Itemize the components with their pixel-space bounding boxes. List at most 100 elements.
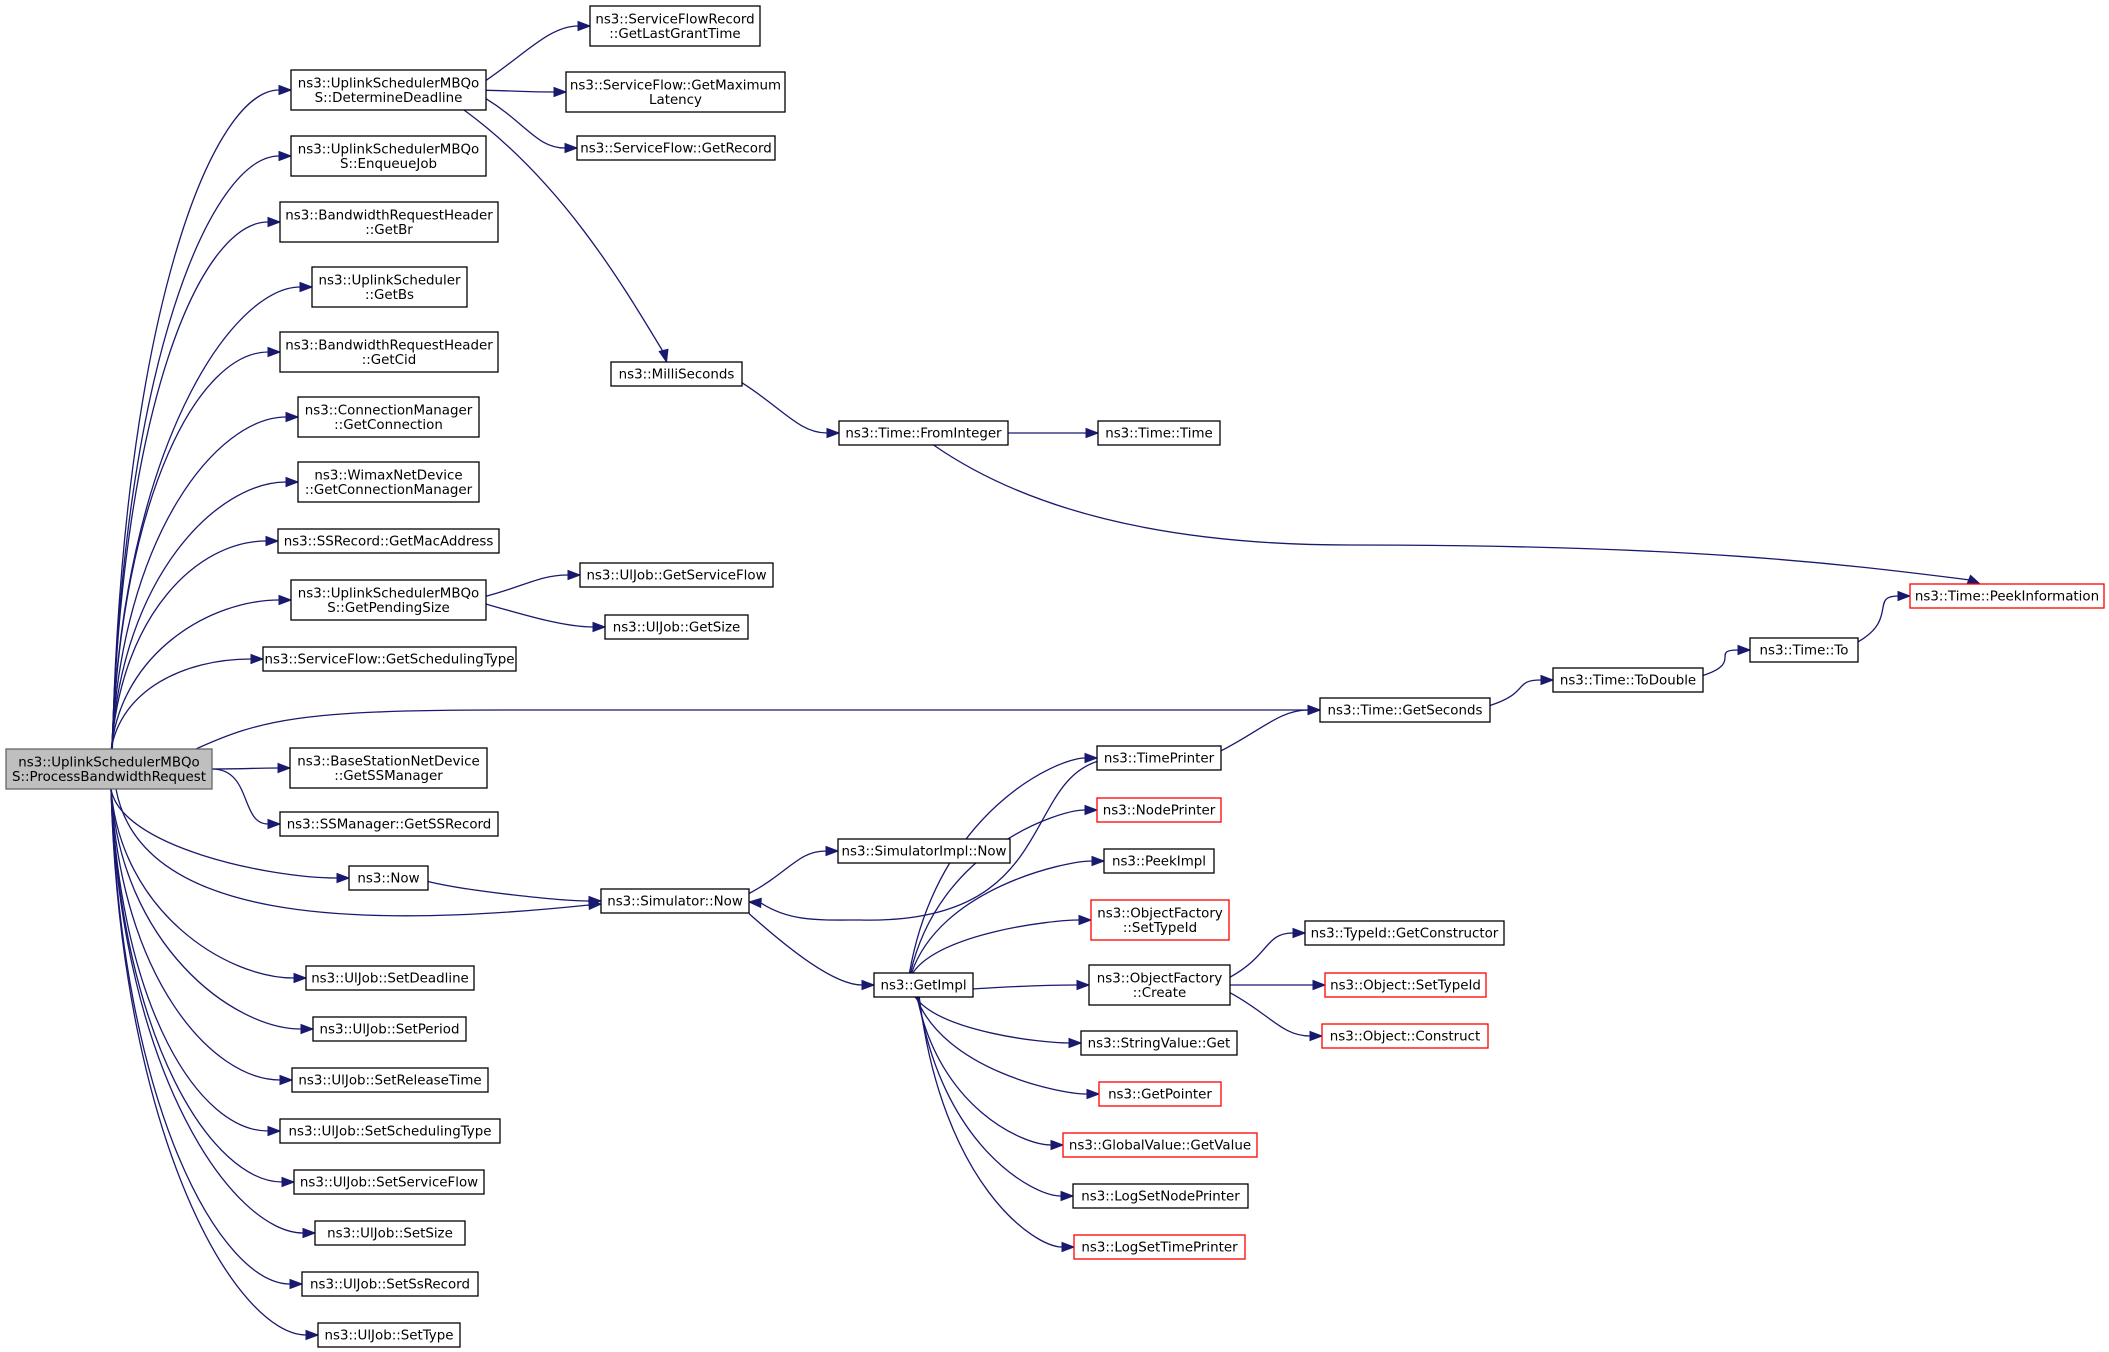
node-set-period[interactable]: ns3::UlJob::SetPeriod xyxy=(312,1016,467,1042)
node-label-line: ns3::NodePrinter xyxy=(1103,804,1216,819)
node-get-record[interactable]: ns3::ServiceFlow::GetRecord xyxy=(576,135,776,161)
edge-arrowhead xyxy=(1068,1037,1083,1049)
node-peek-information[interactable]: ns3::Time::PeekInformation xyxy=(1909,583,2105,609)
node-box xyxy=(262,646,517,672)
node-label-line: ns3::ServiceFlow::GetRecord xyxy=(580,142,771,157)
node-label-line: ns3::BaseStationNetDevice xyxy=(297,754,480,769)
node-box xyxy=(279,1118,501,1144)
edge-time-to-to-peek-information xyxy=(1857,590,1912,643)
node-box xyxy=(589,5,761,47)
node-label-line: S::EnqueueJob xyxy=(340,157,437,172)
edge-root-to-set-type xyxy=(110,788,320,1341)
node-set-ss-record[interactable]: ns3::UlJob::SetSsRecord xyxy=(301,1271,479,1297)
edge-arrowhead xyxy=(267,1125,282,1137)
edge-line xyxy=(748,913,863,986)
node-label-line: ns3::Time::PeekInformation xyxy=(1915,590,2099,605)
edge-line xyxy=(110,788,295,979)
node-object-factory-set-type-id[interactable]: ns3::ObjectFactory::SetTypeId xyxy=(1090,899,1230,941)
edge-line xyxy=(111,416,287,750)
node-to-double[interactable]: ns3::Time::ToDouble xyxy=(1552,667,1704,693)
edge-arrowhead xyxy=(305,1329,320,1341)
node-get-pointer[interactable]: ns3::GetPointer xyxy=(1098,1081,1222,1107)
edge-line xyxy=(485,574,569,597)
node-peek-impl[interactable]: ns3::PeekImpl xyxy=(1103,848,1215,874)
node-from-integer[interactable]: ns3::Time::FromInteger xyxy=(838,420,1009,446)
node-set-size[interactable]: ns3::UlJob::SetSize xyxy=(314,1220,466,1246)
node-get-ss-manager[interactable]: ns3::BaseStationNetDevice::GetSSManager xyxy=(289,747,488,789)
node-label-line: ns3::BandwidthRequestHeader xyxy=(285,338,493,353)
node-box xyxy=(297,396,480,438)
edge-get-impl-to-global-value-get-value xyxy=(916,996,1065,1151)
edge-arrowhead xyxy=(285,411,300,423)
node-root[interactable]: ns3::UplinkSchedulerMBQoS::ProcessBandwi… xyxy=(5,748,213,790)
edge-root-to-set-ss-record xyxy=(110,788,304,1290)
edge-line xyxy=(463,109,666,355)
edge-arrowhead xyxy=(1060,1190,1075,1202)
node-log-set-time-printer[interactable]: ns3::LogSetTimePrinter xyxy=(1073,1234,1246,1260)
edge-root-to-set-deadline xyxy=(110,788,308,984)
node-simulator-now[interactable]: ns3::Simulator::Now xyxy=(600,888,750,914)
node-label-line: ns3::UlJob::SetServiceFlow xyxy=(300,1176,478,1191)
edge-arrowhead xyxy=(289,1278,304,1290)
node-time-printer[interactable]: ns3::TimePrinter xyxy=(1096,745,1222,771)
node-object-set-type-id[interactable]: ns3::Object::SetTypeId xyxy=(1324,972,1487,998)
node-set-type[interactable]: ns3::UlJob::SetType xyxy=(317,1322,461,1348)
node-get-impl[interactable]: ns3::GetImpl xyxy=(873,972,974,998)
edge-arrowhead xyxy=(553,86,568,98)
node-box xyxy=(311,266,468,308)
node-now[interactable]: ns3::Now xyxy=(348,865,429,891)
node-get-pending-size[interactable]: ns3::UplinkSchedulerMBQoS::GetPendingSiz… xyxy=(290,579,487,621)
node-get-service-flow[interactable]: ns3::UlJob::GetServiceFlow xyxy=(579,562,774,588)
edge-root-to-get-br xyxy=(111,216,282,750)
edge-line xyxy=(111,221,269,750)
node-global-value-get-value[interactable]: ns3::GlobalValue::GetValue xyxy=(1062,1132,1258,1158)
edge-line xyxy=(110,788,304,1234)
node-get-cid[interactable]: ns3::BandwidthRequestHeader::GetCid xyxy=(279,331,499,373)
edge-line xyxy=(748,850,827,895)
node-get-seconds[interactable]: ns3::Time::GetSeconds xyxy=(1319,697,1491,723)
node-set-deadline[interactable]: ns3::UlJob::SetDeadline xyxy=(305,965,475,991)
edge-arrowhead xyxy=(279,1074,294,1086)
node-get-ss-record[interactable]: ns3::SSManager::GetSSRecord xyxy=(279,811,499,837)
edge-from-integer-to-time-time xyxy=(1007,427,1100,439)
edge-arrowhead xyxy=(1085,427,1100,439)
edge-line xyxy=(110,788,281,1081)
node-determine-deadline[interactable]: ns3::UplinkSchedulerMBQoS::DetermineDead… xyxy=(290,69,487,111)
node-get-scheduling-type[interactable]: ns3::ServiceFlow::GetSchedulingType xyxy=(262,646,517,672)
node-node-printer[interactable]: ns3::NodePrinter xyxy=(1096,797,1222,823)
node-object-factory-create[interactable]: ns3::ObjectFactory::Create xyxy=(1088,964,1231,1006)
node-simulator-impl-now[interactable]: ns3::SimulatorImpl::Now xyxy=(837,838,1011,864)
node-log-set-node-printer[interactable]: ns3::LogSetNodePrinter xyxy=(1072,1183,1249,1209)
node-object-construct[interactable]: ns3::Object::Construct xyxy=(1321,1023,1489,1049)
node-time-time[interactable]: ns3::Time::Time xyxy=(1097,420,1221,446)
node-label-line: ns3::UplinkSchedulerMBQo xyxy=(298,76,480,91)
node-get-size[interactable]: ns3::UlJob::GetSize xyxy=(604,614,749,640)
edge-line xyxy=(110,658,252,750)
node-label-line: ns3::ServiceFlowRecord xyxy=(595,12,754,27)
node-get-mac-address[interactable]: ns3::SSRecord::GetMacAddress xyxy=(277,528,500,554)
node-get-last-grant-time[interactable]: ns3::ServiceFlowRecord::GetLastGrantTime xyxy=(589,5,761,47)
node-label-line: ns3::Time::ToDouble xyxy=(1560,674,1696,689)
node-box xyxy=(600,888,750,914)
edge-arrowhead xyxy=(277,762,292,774)
node-box xyxy=(1090,899,1230,941)
node-get-connection[interactable]: ns3::ConnectionManager::GetConnection xyxy=(297,396,480,438)
node-get-br[interactable]: ns3::BandwidthRequestHeader::GetBr xyxy=(279,201,499,243)
node-get-connection-manager[interactable]: ns3::WimaxNetDevice::GetConnectionManage… xyxy=(297,461,480,503)
node-set-service-flow[interactable]: ns3::UlJob::SetServiceFlow xyxy=(293,1169,485,1195)
node-milli-seconds[interactable]: ns3::MilliSeconds xyxy=(610,361,743,387)
edge-get-impl-to-log-set-node-printer xyxy=(917,996,1075,1202)
node-box xyxy=(301,1271,479,1297)
node-string-value-get[interactable]: ns3::StringValue::Get xyxy=(1080,1030,1238,1056)
node-box xyxy=(312,1016,467,1042)
node-set-release-time[interactable]: ns3::UlJob::SetReleaseTime xyxy=(291,1067,489,1093)
node-label-line: ns3::Now xyxy=(357,872,419,887)
node-type-id-get-constructor[interactable]: ns3::TypeId::GetConstructor xyxy=(1304,920,1505,946)
edge-arrowhead xyxy=(1050,1139,1065,1151)
node-set-scheduling-type[interactable]: ns3::UlJob::SetSchedulingType xyxy=(279,1118,501,1144)
node-box xyxy=(565,71,786,113)
node-time-to[interactable]: ns3::Time::To xyxy=(1749,637,1859,663)
node-get-bs[interactable]: ns3::UplinkScheduler::GetBs xyxy=(311,266,468,308)
